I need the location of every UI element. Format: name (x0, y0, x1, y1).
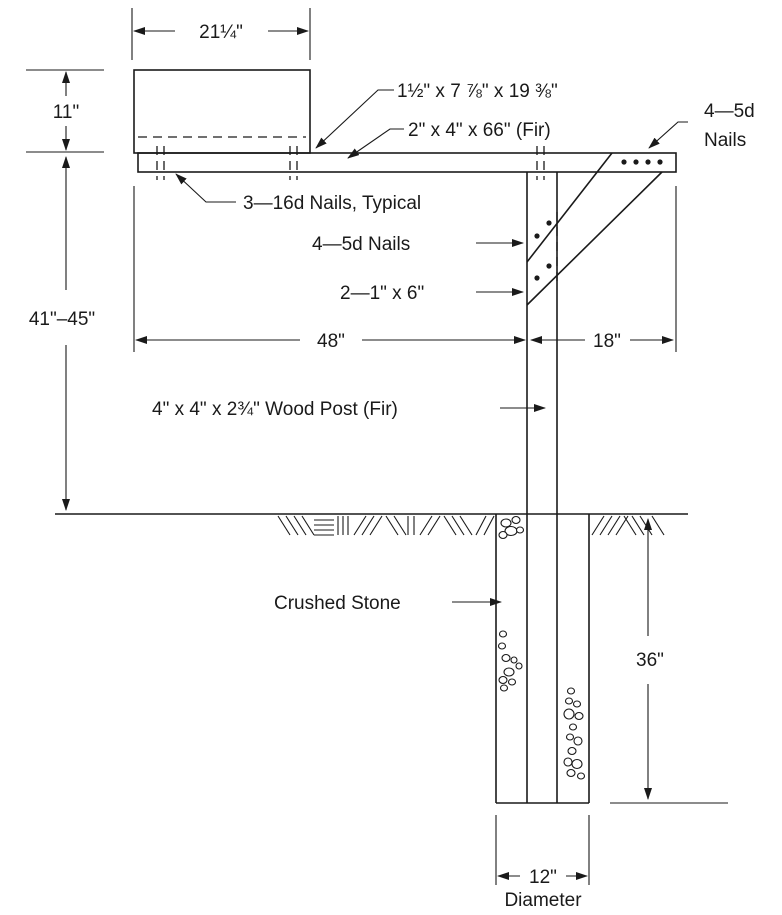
brace-label: 2—1" x 6" (340, 283, 424, 304)
leader-brace: 2—1" x 6" (340, 283, 524, 304)
dimension-depth: 36" (610, 518, 728, 804)
stone-label: Crushed Stone (274, 593, 401, 614)
dimension-diameter: 12" Diameter (495, 815, 590, 911)
leader-stone: Crushed Stone (274, 593, 502, 614)
wood-post (526, 172, 558, 803)
top-nails-word-label: Nails (704, 130, 746, 151)
leader-top-nails: 4—5d Nails (648, 101, 755, 151)
crushed-stone (497, 515, 586, 780)
diameter-value-label: 12" (529, 867, 557, 888)
dimension-arm: 48" 18" (133, 186, 677, 352)
leader-post: 4" x 4" x 2¾" Wood Post (Fir) (152, 399, 546, 420)
box-board-label: 1½" x 7 ⅞" x 19 ⅜" (397, 81, 558, 102)
post-height-label: 41"–45" (29, 309, 95, 330)
ground (55, 513, 688, 536)
brace-nails-label: 4—5d Nails (312, 234, 410, 255)
typical-nails-label: 3—16d Nails, Typical (243, 193, 421, 214)
post-label: 4" x 4" x 2¾" Wood Post (Fir) (152, 399, 398, 420)
arm-label: 2" x 4" x 66" (Fir) (408, 120, 551, 141)
post-hole (495, 514, 590, 804)
box-width-label: 21¼" (199, 22, 243, 43)
diameter-word-label: Diameter (504, 890, 582, 911)
leader-box-board: 1½" x 7 ⅞" x 19 ⅜" (315, 81, 558, 149)
arm-left-label: 48" (317, 331, 345, 352)
dimension-post-height: 41"–45" (29, 156, 95, 511)
leader-arm: 2" x 4" x 66" (Fir) (347, 120, 551, 159)
mailbox (133, 69, 311, 154)
dimension-box-height: 11" (26, 69, 104, 153)
dimension-box-width: 21¼" (131, 8, 311, 60)
top-nails-count-label: 4—5d (704, 101, 755, 122)
diagonal-brace (526, 152, 663, 306)
arm-right-label: 18" (593, 331, 621, 352)
leader-typical-nails: 3—16d Nails, Typical (175, 173, 421, 214)
depth-label: 36" (636, 650, 664, 671)
arm-board (137, 146, 677, 180)
leader-brace-nails: 4—5d Nails (312, 234, 524, 255)
box-height-label: 11" (53, 102, 79, 123)
